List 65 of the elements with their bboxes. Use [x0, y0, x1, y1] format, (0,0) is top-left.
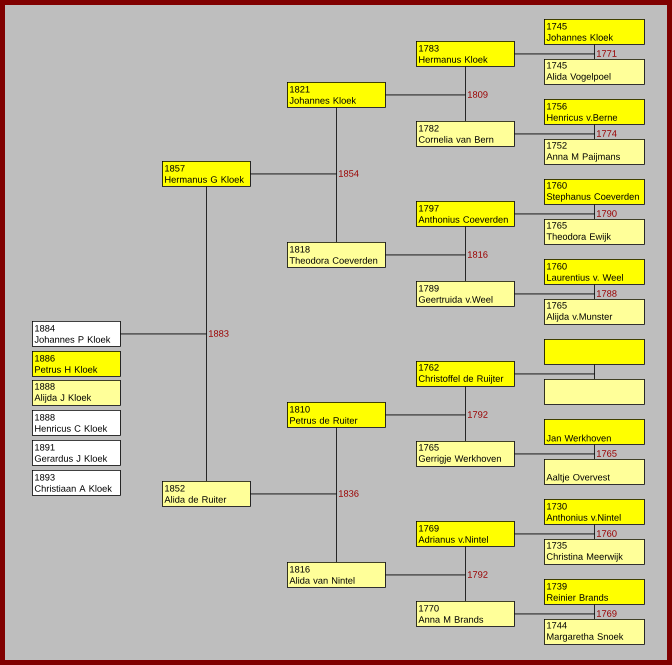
connector-line [385, 574, 466, 602]
connector-line [514, 534, 595, 540]
person-box: 1760 Stephanus Coeverden [544, 179, 645, 205]
edge-label: 1816 [466, 250, 489, 258]
connector-line [514, 54, 595, 60]
connector-line [385, 94, 466, 122]
edge-label: 1769 [596, 610, 618, 618]
connector-line [514, 214, 595, 220]
person-box: 1770 Anna M Brands [416, 601, 515, 627]
connector-line [514, 374, 595, 380]
person-box [544, 379, 645, 405]
person-box: 1752 Anna M Paijmans [544, 139, 645, 165]
person-box: 1797 Anthonius Coeverden [416, 201, 515, 227]
person-box: 1782 Cornelia van Bern [416, 121, 515, 147]
person-box: 1852 Alida de Ruiter [162, 481, 251, 507]
connector-line [514, 614, 595, 620]
person-box: 1730 Anthonius v.Nintel [544, 499, 645, 525]
person-box: Jan Werkhoven [544, 419, 645, 445]
person-box: 1735 Christina Meerwijk [544, 539, 645, 565]
person-box: Aaltje Overvest [544, 459, 645, 485]
person-box: 1765 Theodora Ewijk [544, 219, 645, 245]
person-box: 1886 Petrus H Kloek [32, 351, 121, 377]
person-box: 1745 Johannes Kloek [544, 19, 645, 45]
person-box: 1857 Hermanus G Kloek [162, 161, 251, 187]
edge-label: 1836 [338, 490, 360, 498]
edge-label: 1792 [466, 570, 489, 578]
edge-label: 1788 [596, 290, 618, 298]
edge-label: 1854 [338, 170, 360, 178]
edge-label: 1809 [466, 90, 489, 98]
person-box [544, 339, 645, 365]
connector-line [250, 174, 337, 242]
connector-line [250, 494, 337, 562]
person-box: 1893 Christiaan A Kloek [32, 470, 121, 496]
connector-line [514, 134, 595, 140]
connector-line [514, 294, 595, 300]
person-box: 1888 Alijda J Kloek [32, 380, 121, 406]
connector-line [514, 454, 595, 460]
person-box: 1816 Alida van Nintel [287, 562, 386, 588]
person-box: 1760 Laurentius v. Weel [544, 259, 645, 285]
connector-line [385, 254, 466, 282]
person-box: 1888 Henricus C Kloek [32, 410, 121, 436]
edge-label: 1765 [596, 450, 618, 458]
person-box: 1891 Gerardus J Kloek [32, 440, 121, 466]
person-box: 1783 Hermanus Kloek [416, 41, 515, 67]
person-box: 1762 Christoffel de Ruijter [416, 361, 515, 387]
edge-label: 1774 [596, 130, 618, 138]
person-box: 1810 Petrus de Ruiter [287, 402, 386, 428]
person-box: 1789 Geertruida v.Weel [416, 281, 515, 307]
edge-label: 1790 [596, 210, 618, 218]
person-box: 1745 Alida Vogelpoel [544, 59, 645, 85]
person-box: 1756 Henricus v.Berne [544, 99, 645, 125]
connector-line [120, 334, 207, 482]
person-box: 1884 Johannes P Kloek [32, 321, 121, 347]
person-box: 1765 Alijda v.Munster [544, 299, 645, 325]
edge-label: 1792 [466, 410, 489, 418]
person-box: 1765 Gerrigje Werkhoven [416, 441, 515, 467]
person-box: 1744 Margaretha Snoek [544, 619, 645, 645]
person-box: 1739 Reinier Brands [544, 579, 645, 605]
edge-label: 1883 [208, 330, 230, 338]
edge-label: 1760 [596, 530, 618, 538]
connector-line [385, 414, 466, 442]
person-box: 1769 Adrianus v.Nintel [416, 521, 515, 547]
person-box: 1821 Johannes Kloek [287, 82, 386, 108]
person-box: 1818 Theodora Coeverden [287, 242, 386, 268]
edge-label: 1771 [596, 50, 618, 58]
